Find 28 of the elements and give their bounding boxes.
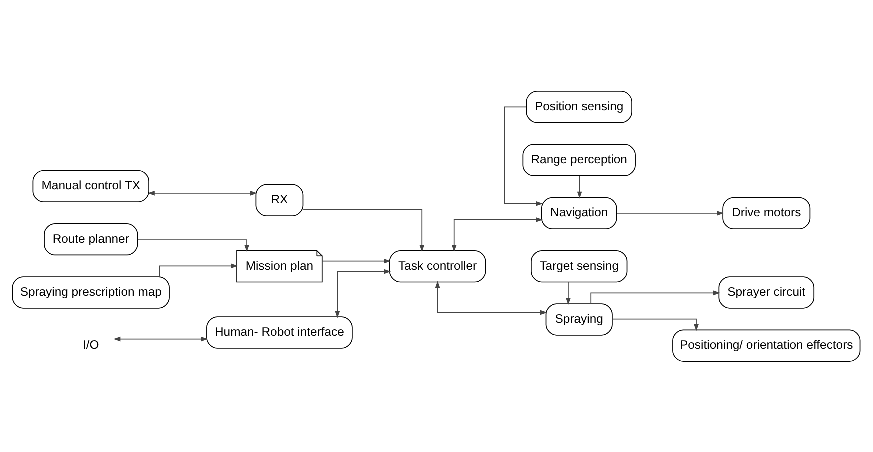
node-box: Positioning/ orientation effectors [672, 329, 861, 362]
arrow [114, 336, 208, 342]
arrow [303, 209, 425, 252]
node-box: Route planner [44, 222, 138, 256]
node-text: I/O [82, 338, 100, 352]
arrow [566, 282, 571, 305]
node-box: RX [256, 184, 304, 216]
node-box: Manual control TX [32, 170, 150, 202]
arrow [435, 280, 548, 315]
node-box: Human- Robot interface [206, 316, 353, 348]
node-box: Spraying [546, 303, 613, 336]
node-box: Spraying prescription map [12, 276, 170, 308]
node-box: Navigation [541, 196, 618, 230]
arrow [322, 258, 391, 264]
node-box: Range perception [522, 144, 636, 176]
arrow [148, 190, 258, 196]
node-box: Drive motors [722, 196, 811, 230]
node-box: Task controller [389, 250, 486, 282]
node-box: Position sensing [526, 90, 632, 123]
arrow [452, 217, 544, 252]
arrow [616, 210, 724, 216]
arrow [137, 239, 250, 252]
arrow [612, 318, 699, 331]
arrow [577, 175, 582, 198]
node-box: Sprayer circuit [718, 276, 815, 308]
arrow [335, 268, 392, 318]
node-box: Target sensing [531, 250, 628, 282]
arrow [504, 106, 544, 206]
